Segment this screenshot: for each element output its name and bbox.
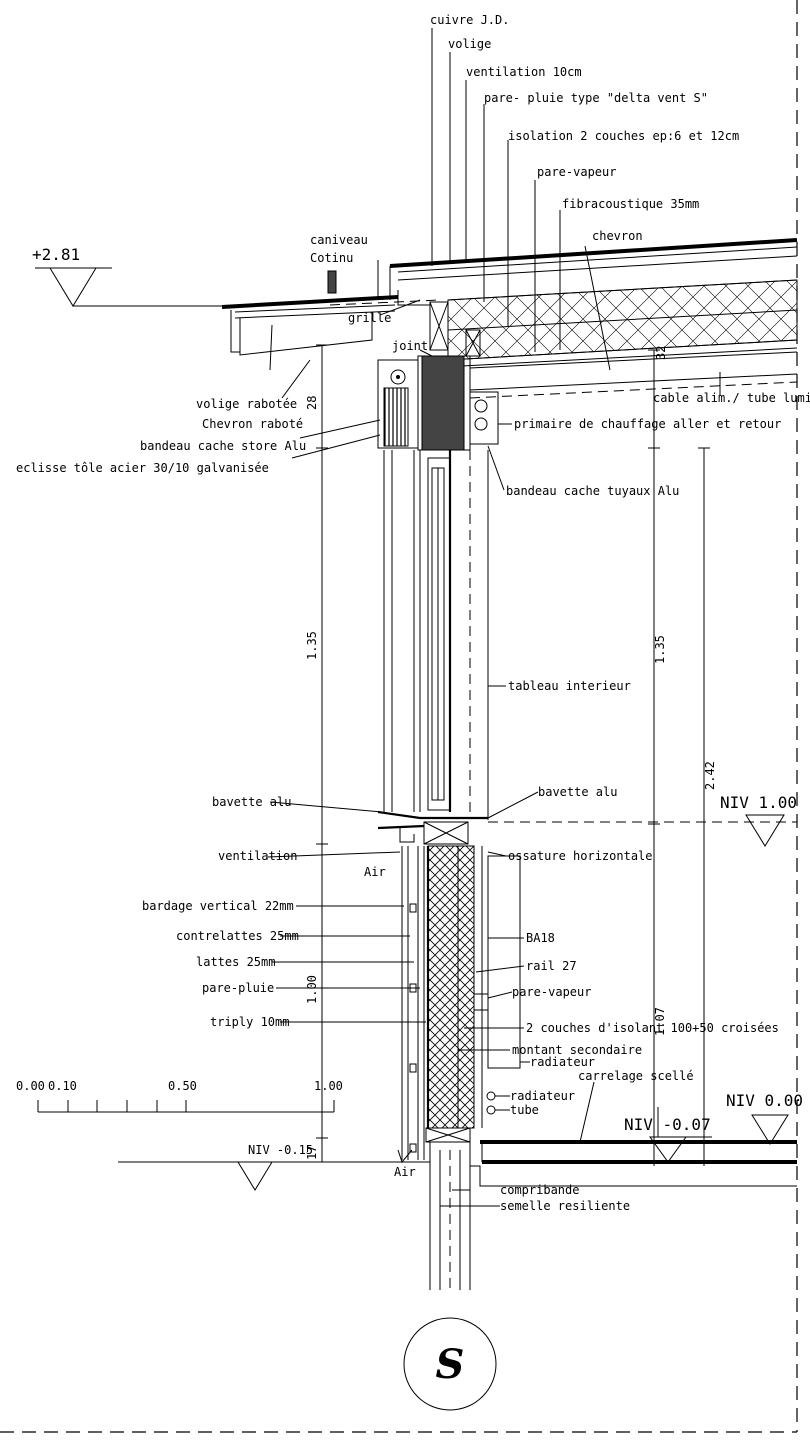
label-ventilation: ventilation [218,849,297,863]
label-grille: grille [348,311,391,325]
scale-bar [37,1100,335,1113]
label-caniveau: caniveau [310,233,368,247]
label-semelle: semelle resiliente [500,1199,630,1213]
dim-17: 17 [305,1146,319,1160]
label-ba18: BA18 [526,931,555,945]
scale-100: 1.00 [314,1079,343,1093]
label-bandeau-store: bandeau cache store Alu [140,439,306,453]
label-bardage: bardage vertical 22mm [142,899,294,913]
level-labels: +2.81 NIV 1.00 NIV 0.00 NIV -0.07 NIV -0… [32,245,803,1157]
label-eclisse: eclisse tôle acier 30/10 galvanisée [16,461,269,475]
label-ossature: ossature horizontale [508,849,653,863]
section-marker [403,1317,497,1411]
dim-107: 1.07 [653,1007,667,1036]
label-tableau: tableau interieur [508,679,631,693]
label-pare-vapeur-wall: pare-vapeur [512,985,591,999]
label-joint: joint [392,339,428,353]
scale-000: 0.00 [16,1079,45,1093]
annotation-labels: cuivre J.D. volige ventilation 10cm pare… [16,13,810,1213]
wall-assembly [118,821,797,1290]
label-air-top: Air [364,865,386,879]
label-rail: rail 27 [526,959,577,973]
dim-32: 32 [654,346,668,360]
level-niv-100-label: NIV 1.00 [720,793,797,812]
dim-100: 1.00 [305,975,319,1004]
label-cable: cable alim./ tube luminaires [653,391,810,405]
level-marker-niv-100 [745,814,785,847]
label-cotinu: Cotinu [310,251,353,265]
label-primaire: primaire de chauffage aller et retour [514,417,781,431]
level-niv-m007-label: NIV -0.07 [624,1115,711,1134]
label-lattes: lattes 25mm [196,955,275,969]
scale-050: 0.50 [168,1079,197,1093]
level-marker-top [35,267,232,307]
label-pare-vapeur-top: pare-vapeur [537,165,616,179]
label-ventilation-10: ventilation 10cm [466,65,582,79]
leader-lines [267,28,721,1207]
label-radiateur-a: radiateur [530,1055,595,1069]
label-isolation: isolation 2 couches ep:6 et 12cm [508,129,739,143]
sheet-border [0,0,798,1433]
label-tube: tube [510,1103,539,1117]
label-isolant: 2 couches d'isolant 100+50 croisées [526,1021,779,1035]
label-volige: volige [448,37,491,51]
level-niv-m015-label: NIV -0.15 [248,1143,313,1157]
roof-assembly [221,238,798,399]
label-chevron: chevron [592,229,643,243]
label-montant: montant secondaire [512,1043,642,1057]
label-bavette-alu-left: bavette alu [212,795,291,809]
label-fibracoustique: fibracoustique 35mm [562,197,699,211]
dim-28: 28 [305,396,319,410]
label-cuivre: cuivre J.D. [430,13,509,27]
level-marker-niv-m007 [649,1107,712,1163]
label-bandeau-tuyaux: bandeau cache tuyaux Alu [506,484,679,498]
dim-135-left: 1.35 [305,631,319,660]
label-triply: triply 10mm [210,1015,289,1029]
label-air-bottom: Air [394,1165,416,1179]
dimension-lines [316,344,710,1166]
section-mark-label: S [436,1341,465,1388]
label-carrelage: carrelage scellé [578,1069,694,1083]
level-marker-niv-m015 [237,1161,273,1191]
label-pare-pluie-delta: pare- pluie type "delta vent S" [484,91,708,105]
dim-135-right: 1.35 [653,635,667,664]
label-compribande: compribande [500,1183,579,1197]
label-chevron-rabote: Chevron raboté [202,417,303,431]
level-top-label: +2.81 [32,245,80,264]
label-volige-rabotee: volige rabotée [196,397,297,411]
dim-242: 2.42 [703,761,717,790]
window-head [377,355,499,845]
label-bavette-alu-right: bavette alu [538,785,617,799]
label-pare-pluie: pare-pluie [202,981,274,995]
scale-010: 0.10 [48,1079,77,1093]
label-contrelattes: contrelattes 25mm [176,929,299,943]
label-radiateur-b: radiateur [510,1089,575,1103]
dimension-labels: 28 1.35 1.00 17 32 1.35 2.42 1.07 [305,346,717,1160]
level-niv-000-label: NIV 0.00 [726,1091,803,1110]
level-marker-niv-000 [751,1114,789,1145]
scale-labels: 0.00 0.10 0.50 1.00 [16,1079,343,1093]
